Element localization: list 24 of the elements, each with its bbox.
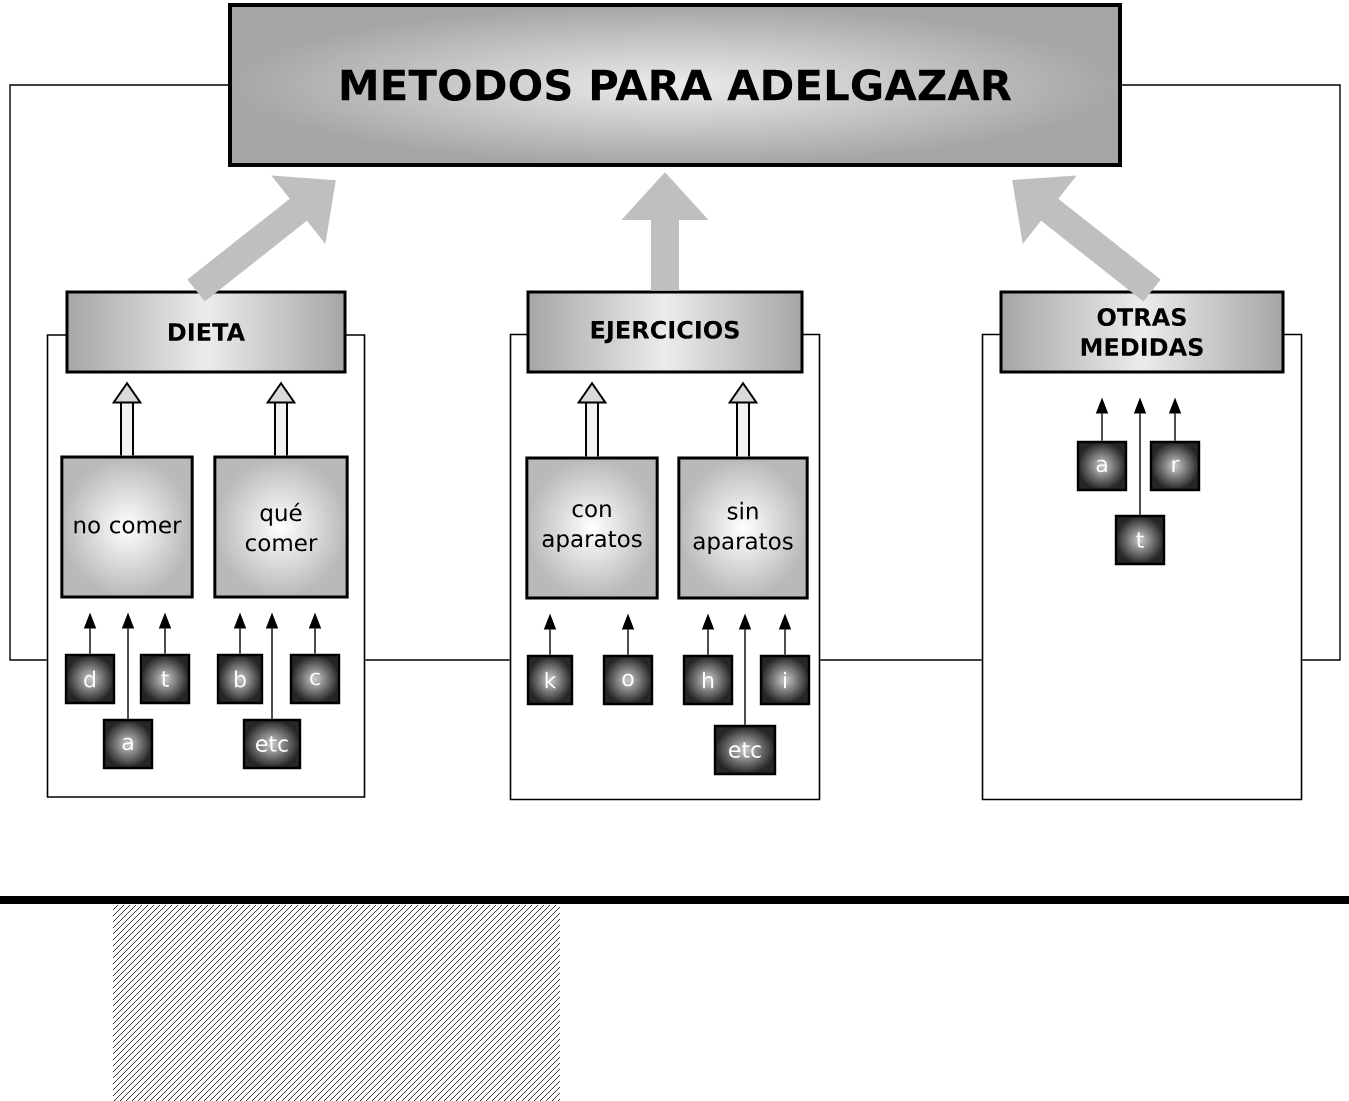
letter-box: r xyxy=(1149,440,1201,492)
letter-box: etc xyxy=(242,718,302,770)
process-box: qué comer xyxy=(213,455,349,599)
letter-box: b xyxy=(216,653,264,705)
letter-box: h xyxy=(682,654,734,706)
letter-box: a xyxy=(102,718,154,770)
letter-box: k xyxy=(526,654,574,706)
letter-box: t xyxy=(1114,514,1166,566)
letter-box: etc xyxy=(713,724,777,776)
letter-box: t xyxy=(139,653,191,705)
connector-line xyxy=(364,659,511,661)
process-box: sin aparatos xyxy=(677,456,809,600)
title-banner: METODOS PARA ADELGAZAR xyxy=(228,3,1122,167)
connector-line xyxy=(1121,84,1341,661)
connector-line xyxy=(819,659,983,661)
letter-box: i xyxy=(759,654,811,706)
letter-box: a xyxy=(1076,440,1128,492)
process-box: con aparatos xyxy=(525,456,659,600)
letter-box: o xyxy=(602,654,654,706)
connector-line xyxy=(9,84,229,661)
process-box: no comer xyxy=(60,455,194,599)
letter-box: d xyxy=(64,653,116,705)
letter-box: c xyxy=(289,653,341,705)
node-label: OTRAS xyxy=(1097,307,1186,327)
